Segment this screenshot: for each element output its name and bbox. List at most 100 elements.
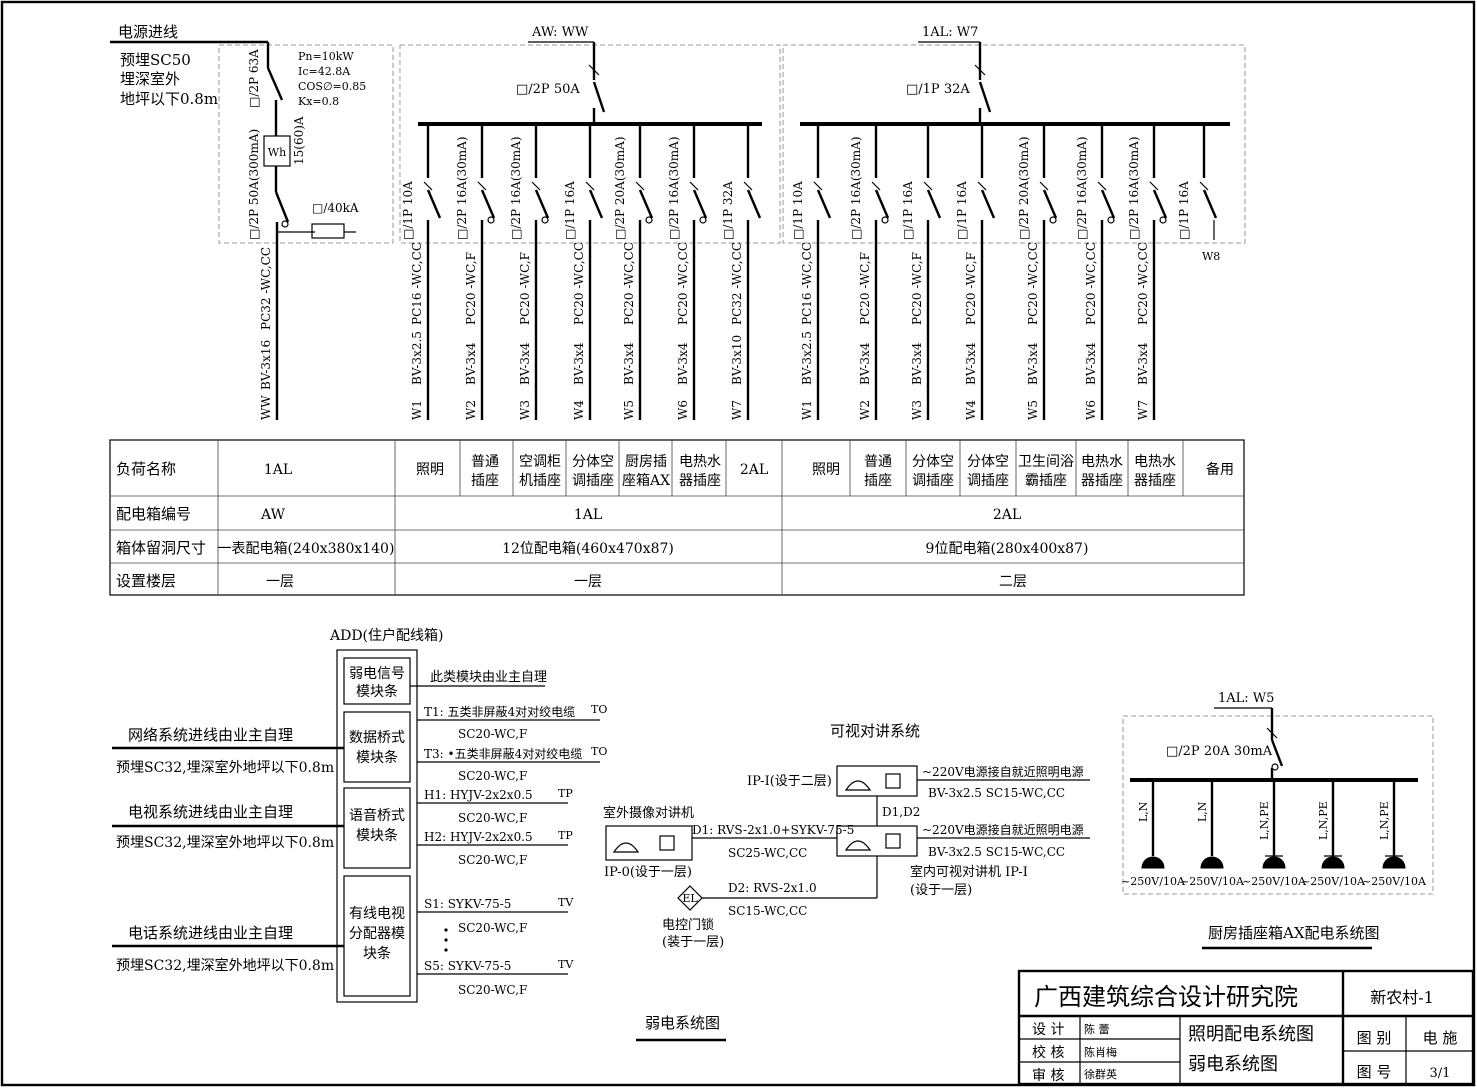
number-label: 图 号: [1357, 1063, 1392, 1081]
t3-cable: T3: •五类非屏蔽4对对绞电缆: [424, 746, 582, 761]
role-approve: 审 核: [1032, 1068, 1064, 1084]
load-name-10-b: 插座: [864, 473, 892, 489]
al2-feed-label: 1AL: W7: [922, 25, 978, 40]
load-name-1: 1AL: [264, 462, 292, 478]
al1-circuit-4: W4: [572, 400, 586, 420]
incoming-title: 电源进线: [118, 23, 178, 41]
lock-floor: (装于一层): [662, 935, 724, 950]
tv-in-label: 电视系统进线由业主自理: [128, 803, 293, 821]
al2-conduit-4: PC20 -WC,F: [964, 252, 978, 325]
al1-conduit-2: PC20 -WC,F: [464, 252, 478, 325]
al1-rcd-mark-6: [699, 216, 707, 224]
d1-conduit: SC25-WC,CC: [728, 846, 807, 860]
al2-breaker-label-7: □/2P 16A(30mA): [1127, 136, 1141, 240]
name-approve: 徐群英: [1084, 1067, 1117, 1081]
outdoor-label: 室外摄像对讲机: [603, 805, 694, 821]
d1-cable: D1: RVS-2x1.0+SYKV-75-5: [692, 823, 854, 837]
al1-breaker-label-1: □/1P 10A: [401, 181, 415, 240]
al1-rcd-mark-3: [541, 216, 549, 224]
load-name-9: 照明: [812, 462, 840, 478]
al2-conduit-1: PC16 -WC,CC: [800, 242, 814, 325]
ax-rating-2: ~250V/10A: [1180, 875, 1245, 888]
number-value: 3/1: [1430, 1066, 1451, 1081]
ax-socket-1: [1141, 856, 1165, 869]
al1-conduit-3: PC20 -WC,F: [518, 252, 532, 325]
al2-switch-3: [926, 189, 942, 219]
al1-conduit-1: PC16 -WC,CC: [410, 242, 424, 325]
al2-wire-1: BV-3x2.5: [800, 331, 814, 385]
drawing-title-1: 照明配电系统图: [1188, 1024, 1314, 1045]
al1-wire-6: BV-3x4: [676, 342, 690, 385]
load-table: [109, 439, 1245, 596]
module-tv-line2: 分配器模: [349, 926, 405, 942]
al2-switch-7: [1152, 189, 1168, 219]
module-data-box: [343, 711, 411, 783]
al1-breaker-label-7: □/1P 32A: [721, 181, 735, 240]
al2-tick-8: [1199, 181, 1209, 191]
meter-label: Wh: [268, 146, 286, 159]
al1-conduit-6: PC20 -WC,CC: [676, 242, 690, 325]
indoor-floor: (设于一层): [910, 883, 972, 898]
ip1-unit: [836, 765, 918, 797]
al1-switch-7: [746, 189, 762, 219]
al2-conduit-2: PC20 -WC,F: [858, 252, 872, 325]
aw-cable-circuit: WW: [259, 395, 273, 420]
tv-in-note: 预埋SC32,埋深室外地坪以下0.8m: [116, 834, 334, 851]
al2-breaker-label-8: □/1P 16A: [1177, 181, 1191, 240]
al2-breaker-label-4: □/1P 16A: [955, 181, 969, 240]
incoming-line-3: 地坪以下0.8m: [120, 90, 218, 108]
el-label: EL: [682, 892, 698, 905]
al1-tick-2: [477, 181, 487, 191]
al1-main-label: □/2P 50A: [516, 82, 580, 97]
al1-rcd-mark-5: [645, 216, 653, 224]
ip0-label: IP-0(设于一层): [604, 865, 692, 880]
project-name: 新农村-1: [1370, 988, 1434, 1007]
s5-conduit: SC20-WC,F: [458, 983, 527, 997]
al1-wire-7: BV-3x10: [730, 335, 744, 385]
ax-caption: 厨房插座箱AX配电系统图: [1208, 924, 1380, 942]
load-name-6-b: 座箱AX: [622, 473, 670, 489]
al2-wire-5: BV-3x4: [1026, 342, 1040, 385]
al2-breaker-label-3: □/1P 16A: [901, 181, 915, 240]
al2-rcd-mark-7: [1159, 216, 1167, 224]
phone-in-label: 电话系统进线由业主自理: [128, 924, 293, 942]
ax-rating-1: ~250V/10A: [1121, 875, 1186, 888]
module-signal-note: 此类模块由业主自理: [430, 670, 547, 685]
al2-switch-5: [1042, 189, 1058, 219]
al1-feed-label: AW: WW: [531, 25, 589, 40]
al2-tick-3: [923, 181, 933, 191]
al2-wire-2: BV-3x4: [858, 342, 872, 385]
al1-circuit-2: W2: [464, 400, 478, 420]
module-data-line1: 数据桥式: [349, 730, 405, 746]
ax-circuit-label-5: L,N,PE: [1378, 801, 1391, 840]
row-label-load: 负荷名称: [116, 460, 176, 478]
al2-switch-1: [816, 189, 832, 219]
al1-conduit-5: PC20 -WC,CC: [622, 242, 636, 325]
al1-wire-5: BV-3x4: [622, 342, 636, 385]
floor-aw: 一层: [266, 574, 294, 590]
param-kx: Kx=0.8: [298, 95, 339, 108]
al1-switch-4: [588, 189, 604, 219]
module-signal-box: [343, 657, 411, 705]
al2-wire-7: BV-3x4: [1136, 342, 1150, 385]
al1-rcd-mark-2: [487, 216, 495, 224]
aw-main-breaker-symbol: [266, 67, 284, 101]
al2-switch-2: [874, 189, 890, 219]
t3-outlet: TO: [591, 745, 607, 758]
module-data-line2: 模块条: [356, 749, 398, 766]
al2-main-label: □/1P 32A: [906, 82, 970, 97]
al2-circuit-8: W8: [1202, 250, 1220, 263]
load-name-7-a: 电热水: [679, 454, 721, 470]
al2-conduit-3: PC20 -WC,F: [910, 252, 924, 325]
aw-cable-wire: BV-3x16: [259, 340, 273, 390]
d1d2-label: D1,D2: [882, 805, 920, 819]
phone-in-note: 预埋SC32,埋深室外地坪以下0.8m: [116, 957, 334, 974]
t1-conduit: SC20-WC,F: [458, 727, 527, 741]
box-id-aw: AW: [260, 507, 286, 523]
drawing-title-2: 弱电系统图: [1188, 1054, 1278, 1075]
al2-circuit-4: W4: [964, 400, 978, 420]
al1-conduit-4: PC20 -WC,CC: [572, 242, 586, 325]
al1-tick-4: [585, 181, 595, 191]
